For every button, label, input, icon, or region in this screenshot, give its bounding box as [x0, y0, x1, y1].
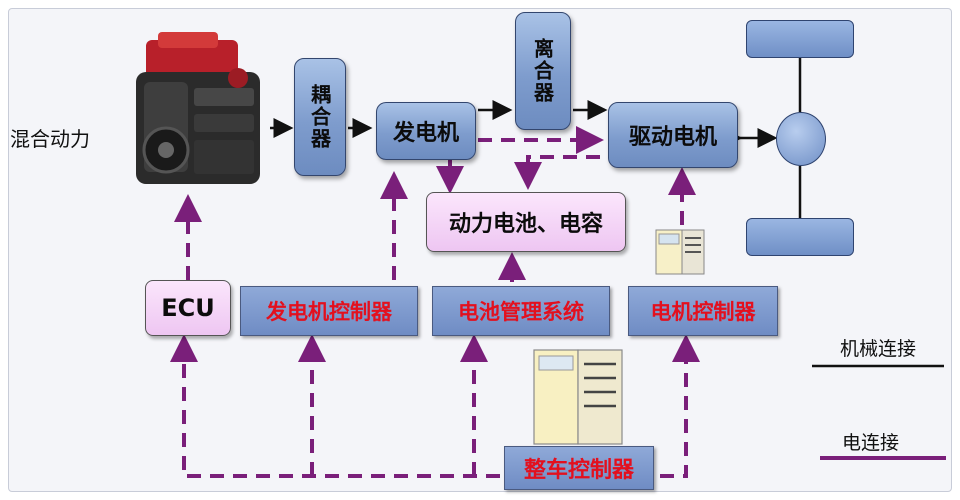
- generator-controller-label: 发电机控制器: [266, 300, 392, 324]
- mechanical-links: [270, 58, 802, 218]
- battery-box: 动力电池、电容: [426, 192, 626, 252]
- motor-to-battery-power-link: [514, 155, 600, 190]
- vehicle-controller-cabinet-image: [533, 349, 623, 445]
- bms-box: 电池管理系统: [432, 286, 610, 336]
- vehicle-controller-label: 整车控制器: [523, 458, 634, 483]
- generator-controller-box: 发电机控制器: [240, 286, 418, 336]
- vcu-to-ecu-link: [170, 334, 500, 478]
- engine-image: [136, 32, 260, 184]
- ecu-label: ECU: [161, 294, 215, 322]
- motor-controller-box: 电机控制器: [628, 286, 778, 336]
- bms-label: 电池管理系统: [458, 300, 584, 324]
- drive-motor-box: 驱动电机: [608, 102, 738, 168]
- motor-controller-label: 电机控制器: [650, 300, 756, 324]
- front-wheel: [746, 20, 854, 58]
- legend-electrical-label: 电连接: [842, 432, 900, 454]
- drive-motor-label: 驱动电机: [628, 125, 717, 150]
- generator-box: 发电机: [376, 102, 476, 160]
- coupler-label: 耦合器: [307, 84, 332, 150]
- ecu-box: ECU: [145, 280, 231, 336]
- vehicle-controller-box: 整车控制器: [504, 446, 654, 490]
- rear-wheel: [746, 218, 854, 256]
- clutch-box: 离合器: [515, 12, 571, 130]
- electrical-links: [170, 126, 700, 478]
- legend-mechanical-label: 机械连接: [840, 338, 917, 360]
- coupler-box: 耦合器: [294, 58, 346, 176]
- hybrid-power-label: 混合动力: [10, 127, 90, 151]
- axle-hub: [776, 112, 826, 166]
- battery-label: 动力电池、电容: [448, 212, 603, 237]
- controller-cabinet-image: [655, 229, 705, 275]
- clutch-label: 离合器: [530, 38, 555, 104]
- generator-label: 发电机: [392, 121, 459, 146]
- vcu-to-motorcontroller-link: [660, 334, 700, 478]
